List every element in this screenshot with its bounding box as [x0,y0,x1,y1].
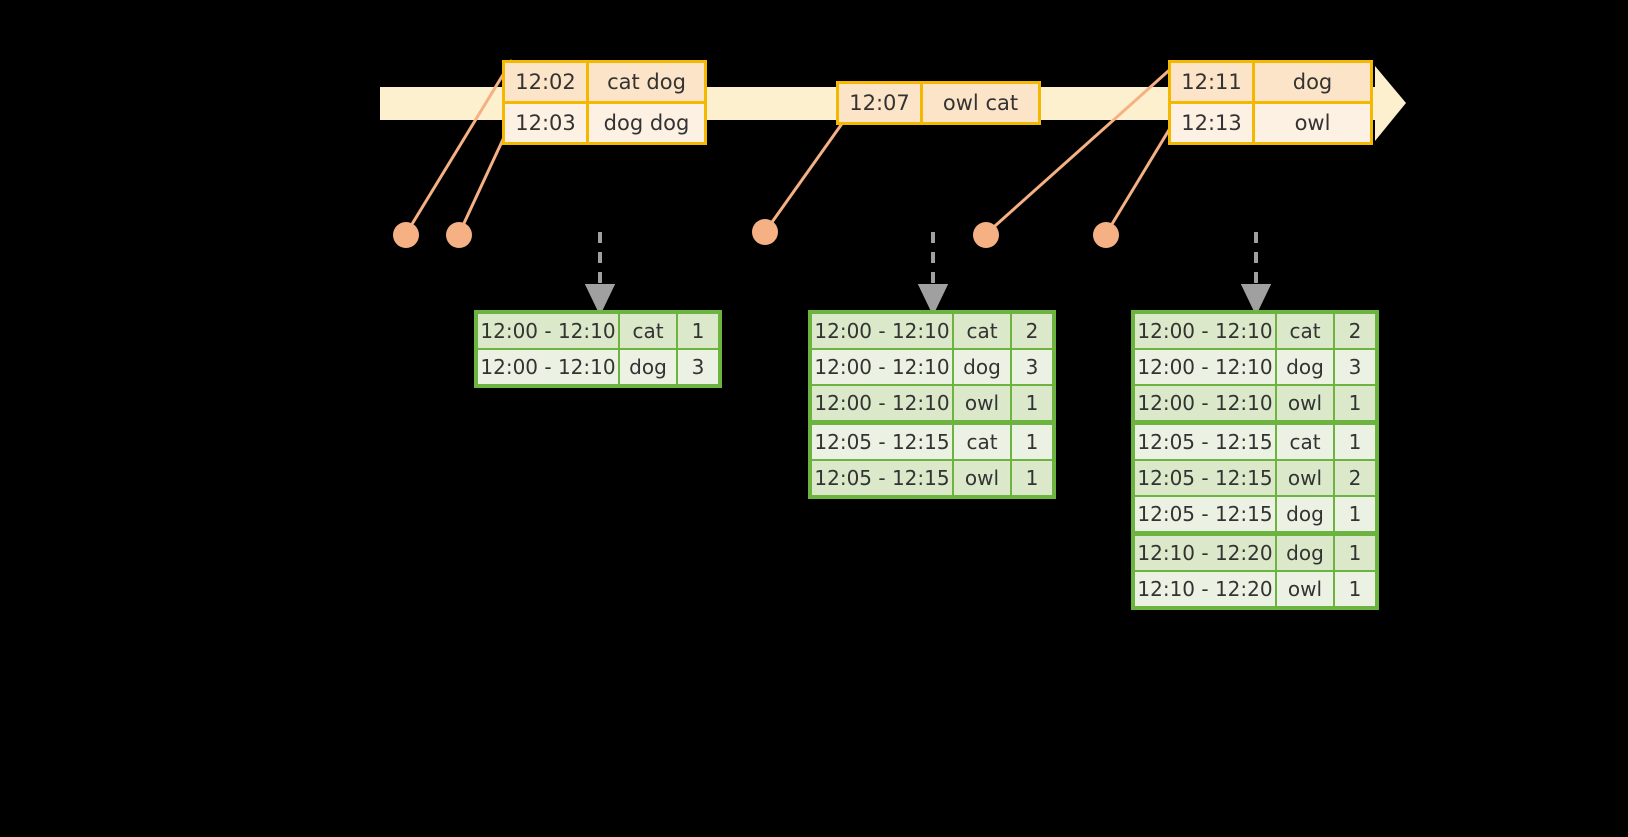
cell-window: 12:05 - 12:15 [1135,425,1275,459]
cell-count: 2 [1012,314,1052,348]
event-group-1: 12:02 cat dog 12:03 dog dog [502,60,707,145]
cell-count: 3 [678,350,718,384]
cell-word: dog [1277,350,1333,384]
cell-word: dog [1277,497,1333,531]
cell-window: 12:00 - 12:10 [478,314,618,348]
cell-count: 1 [678,314,718,348]
cell-count: 3 [1012,350,1052,384]
event-words: owl [1255,104,1370,142]
event-words: dog dog [589,104,704,142]
cell-count: 2 [1335,461,1375,495]
emit-arrow-2 [917,232,949,316]
event-row: 12:07 owl cat [839,84,1038,122]
event-words: cat dog [589,63,704,101]
cell-word: dog [954,350,1010,384]
event-time: 12:03 [505,104,589,142]
event-row: 12:02 cat dog [505,63,704,101]
cell-word: cat [1277,314,1333,348]
event-row: 12:11 dog [1171,63,1370,101]
cell-count: 1 [1012,461,1052,495]
cell-word: owl [1277,572,1333,606]
event-time: 12:02 [505,63,589,101]
marker-4 [973,222,999,248]
event-words: owl cat [923,84,1038,122]
event-markers [393,219,1119,248]
emit-arrow-3 [1240,232,1272,316]
cell-count: 1 [1335,497,1375,531]
cell-window: 12:10 - 12:20 [1135,536,1275,570]
emit-arrows [584,232,1272,316]
cell-window: 12:00 - 12:10 [478,350,618,384]
marker-3 [752,219,778,245]
cell-window: 12:05 - 12:15 [1135,461,1275,495]
event-time: 12:11 [1171,63,1255,101]
cell-word: cat [1277,425,1333,459]
cell-count: 1 [1335,572,1375,606]
marker-1 [393,222,419,248]
event-time: 12:13 [1171,104,1255,142]
cell-word: owl [954,461,1010,495]
cell-word: dog [1277,536,1333,570]
event-group-2: 12:07 owl cat [836,81,1041,125]
event-row: 12:13 owl [1171,101,1370,142]
cell-word: owl [1277,386,1333,420]
cell-window: 12:00 - 12:10 [812,314,952,348]
cell-word: cat [620,314,676,348]
cell-count: 1 [1335,536,1375,570]
cell-word: cat [954,314,1010,348]
cell-window: 12:05 - 12:15 [812,425,952,459]
cell-word: dog [620,350,676,384]
cell-word: owl [1277,461,1333,495]
cell-word: owl [954,386,1010,420]
event-words: dog [1255,63,1370,101]
cell-count: 1 [1335,386,1375,420]
cell-window: 12:05 - 12:15 [812,461,952,495]
event-group-3: 12:11 dog 12:13 owl [1168,60,1373,145]
cell-window: 12:10 - 12:20 [1135,572,1275,606]
cell-window: 12:00 - 12:10 [812,386,952,420]
cell-window: 12:00 - 12:10 [1135,386,1275,420]
emit-arrow-1 [584,232,616,316]
cell-count: 3 [1335,350,1375,384]
cell-window: 12:00 - 12:10 [812,350,952,384]
cell-count: 1 [1335,425,1375,459]
cell-window: 12:00 - 12:10 [1135,314,1275,348]
cell-window: 12:00 - 12:10 [1135,350,1275,384]
cell-count: 2 [1335,314,1375,348]
cell-word: cat [954,425,1010,459]
cell-window: 12:05 - 12:15 [1135,497,1275,531]
marker-2 [446,222,472,248]
cell-count: 1 [1012,425,1052,459]
cell-count: 1 [1012,386,1052,420]
event-time: 12:07 [839,84,923,122]
event-row: 12:03 dog dog [505,101,704,142]
marker-5 [1093,222,1119,248]
